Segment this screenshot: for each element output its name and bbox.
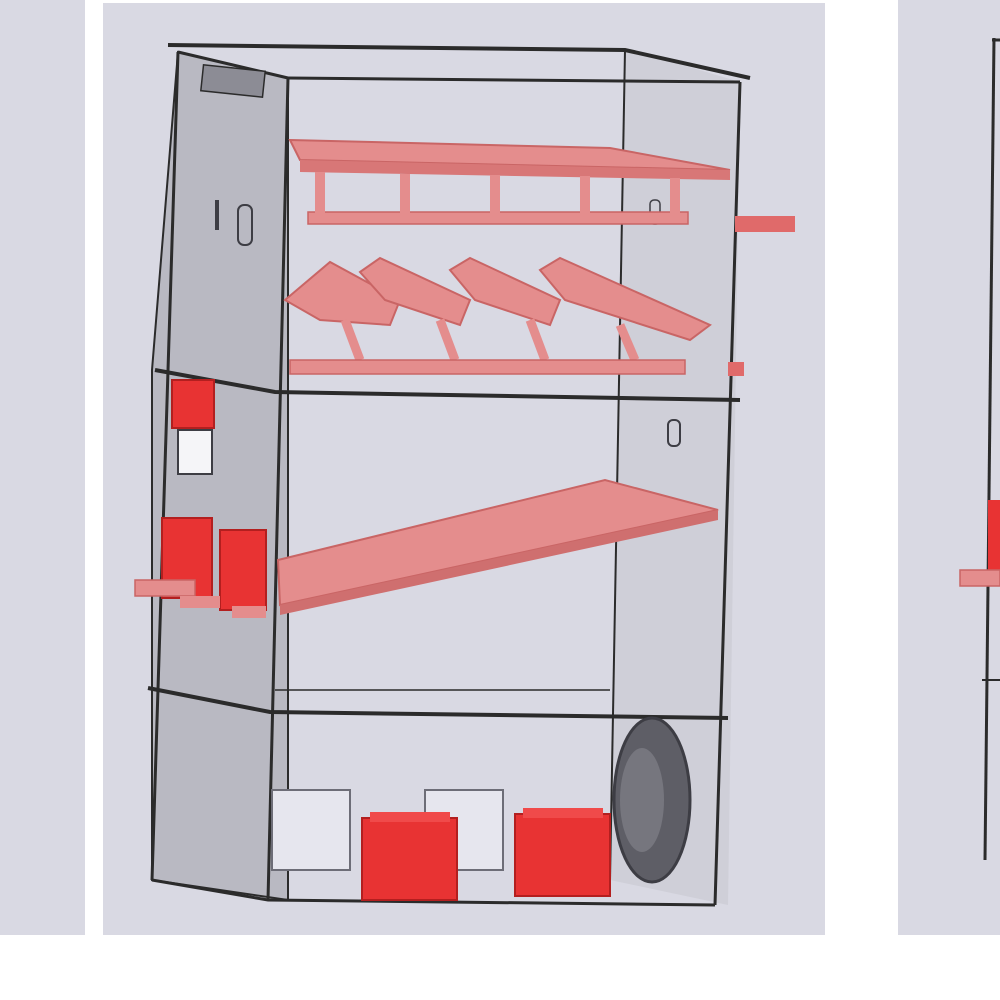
top-tray-leg-2 <box>400 174 410 216</box>
top-tray-front-beam <box>300 160 730 180</box>
right-back-wall <box>610 48 740 905</box>
left-side-wall <box>151 50 289 902</box>
front-right-post <box>266 77 290 901</box>
angled-tray-3 <box>448 256 562 327</box>
angled-tray-strut-4 <box>615 323 640 362</box>
right-slot <box>667 419 681 447</box>
left-inlet-parts <box>134 379 267 618</box>
right-panel-parts <box>959 37 1000 861</box>
inlet-foot-2 <box>232 606 266 618</box>
middle-tray <box>276 478 719 615</box>
left-cropped-view-panel <box>0 0 85 935</box>
top-front-bar <box>287 76 741 84</box>
inlet-foot-1 <box>180 596 220 608</box>
angled-tray-1 <box>283 260 402 327</box>
front-left-post <box>150 51 180 881</box>
angled-tray-2 <box>358 256 472 327</box>
angled-tray-strut-1 <box>340 318 365 362</box>
angled-tray-strut-2 <box>435 318 460 362</box>
right-panel-red-box <box>988 500 1000 582</box>
right-cropped-view-panel <box>898 0 1000 935</box>
angled-trays <box>283 256 744 376</box>
angled-tray-rail <box>289 359 686 375</box>
right-panel-post <box>983 37 996 861</box>
top-tray-leg-4 <box>580 176 590 218</box>
top-front-edge <box>177 50 289 80</box>
top-tray-leg-3 <box>490 175 500 217</box>
lower-red-box-2 <box>219 529 267 611</box>
top-tray <box>288 138 795 232</box>
heater-2 <box>514 813 611 897</box>
top-tray-leg-5 <box>670 178 680 218</box>
upper-red-box <box>171 379 215 429</box>
fan-hub <box>620 748 664 852</box>
inlet-pipe <box>134 579 196 597</box>
right-panel-pipe <box>959 569 1000 587</box>
upper-divider <box>154 368 741 402</box>
name-plate <box>199 64 267 98</box>
cabinet-body <box>147 43 751 907</box>
middle-tray-edge <box>280 510 718 615</box>
lower-divider <box>147 686 729 720</box>
heater-frame-1 <box>271 789 351 871</box>
back-left-post <box>609 49 626 881</box>
upper-window <box>177 429 213 475</box>
side-slot-1 <box>215 200 219 230</box>
heater-2-top <box>523 808 603 818</box>
angled-tray-outlet <box>728 362 744 376</box>
bottom-edge <box>151 878 716 907</box>
side-slot-2 <box>237 204 253 246</box>
top-tray-leg-1 <box>315 172 325 217</box>
angled-tray-4 <box>538 256 712 342</box>
angled-tray-strut-3 <box>525 318 550 362</box>
heater-1 <box>361 817 458 901</box>
top-tray-outlet <box>735 216 795 232</box>
bottom-compartment <box>271 716 692 901</box>
heater-1-top <box>370 812 450 822</box>
